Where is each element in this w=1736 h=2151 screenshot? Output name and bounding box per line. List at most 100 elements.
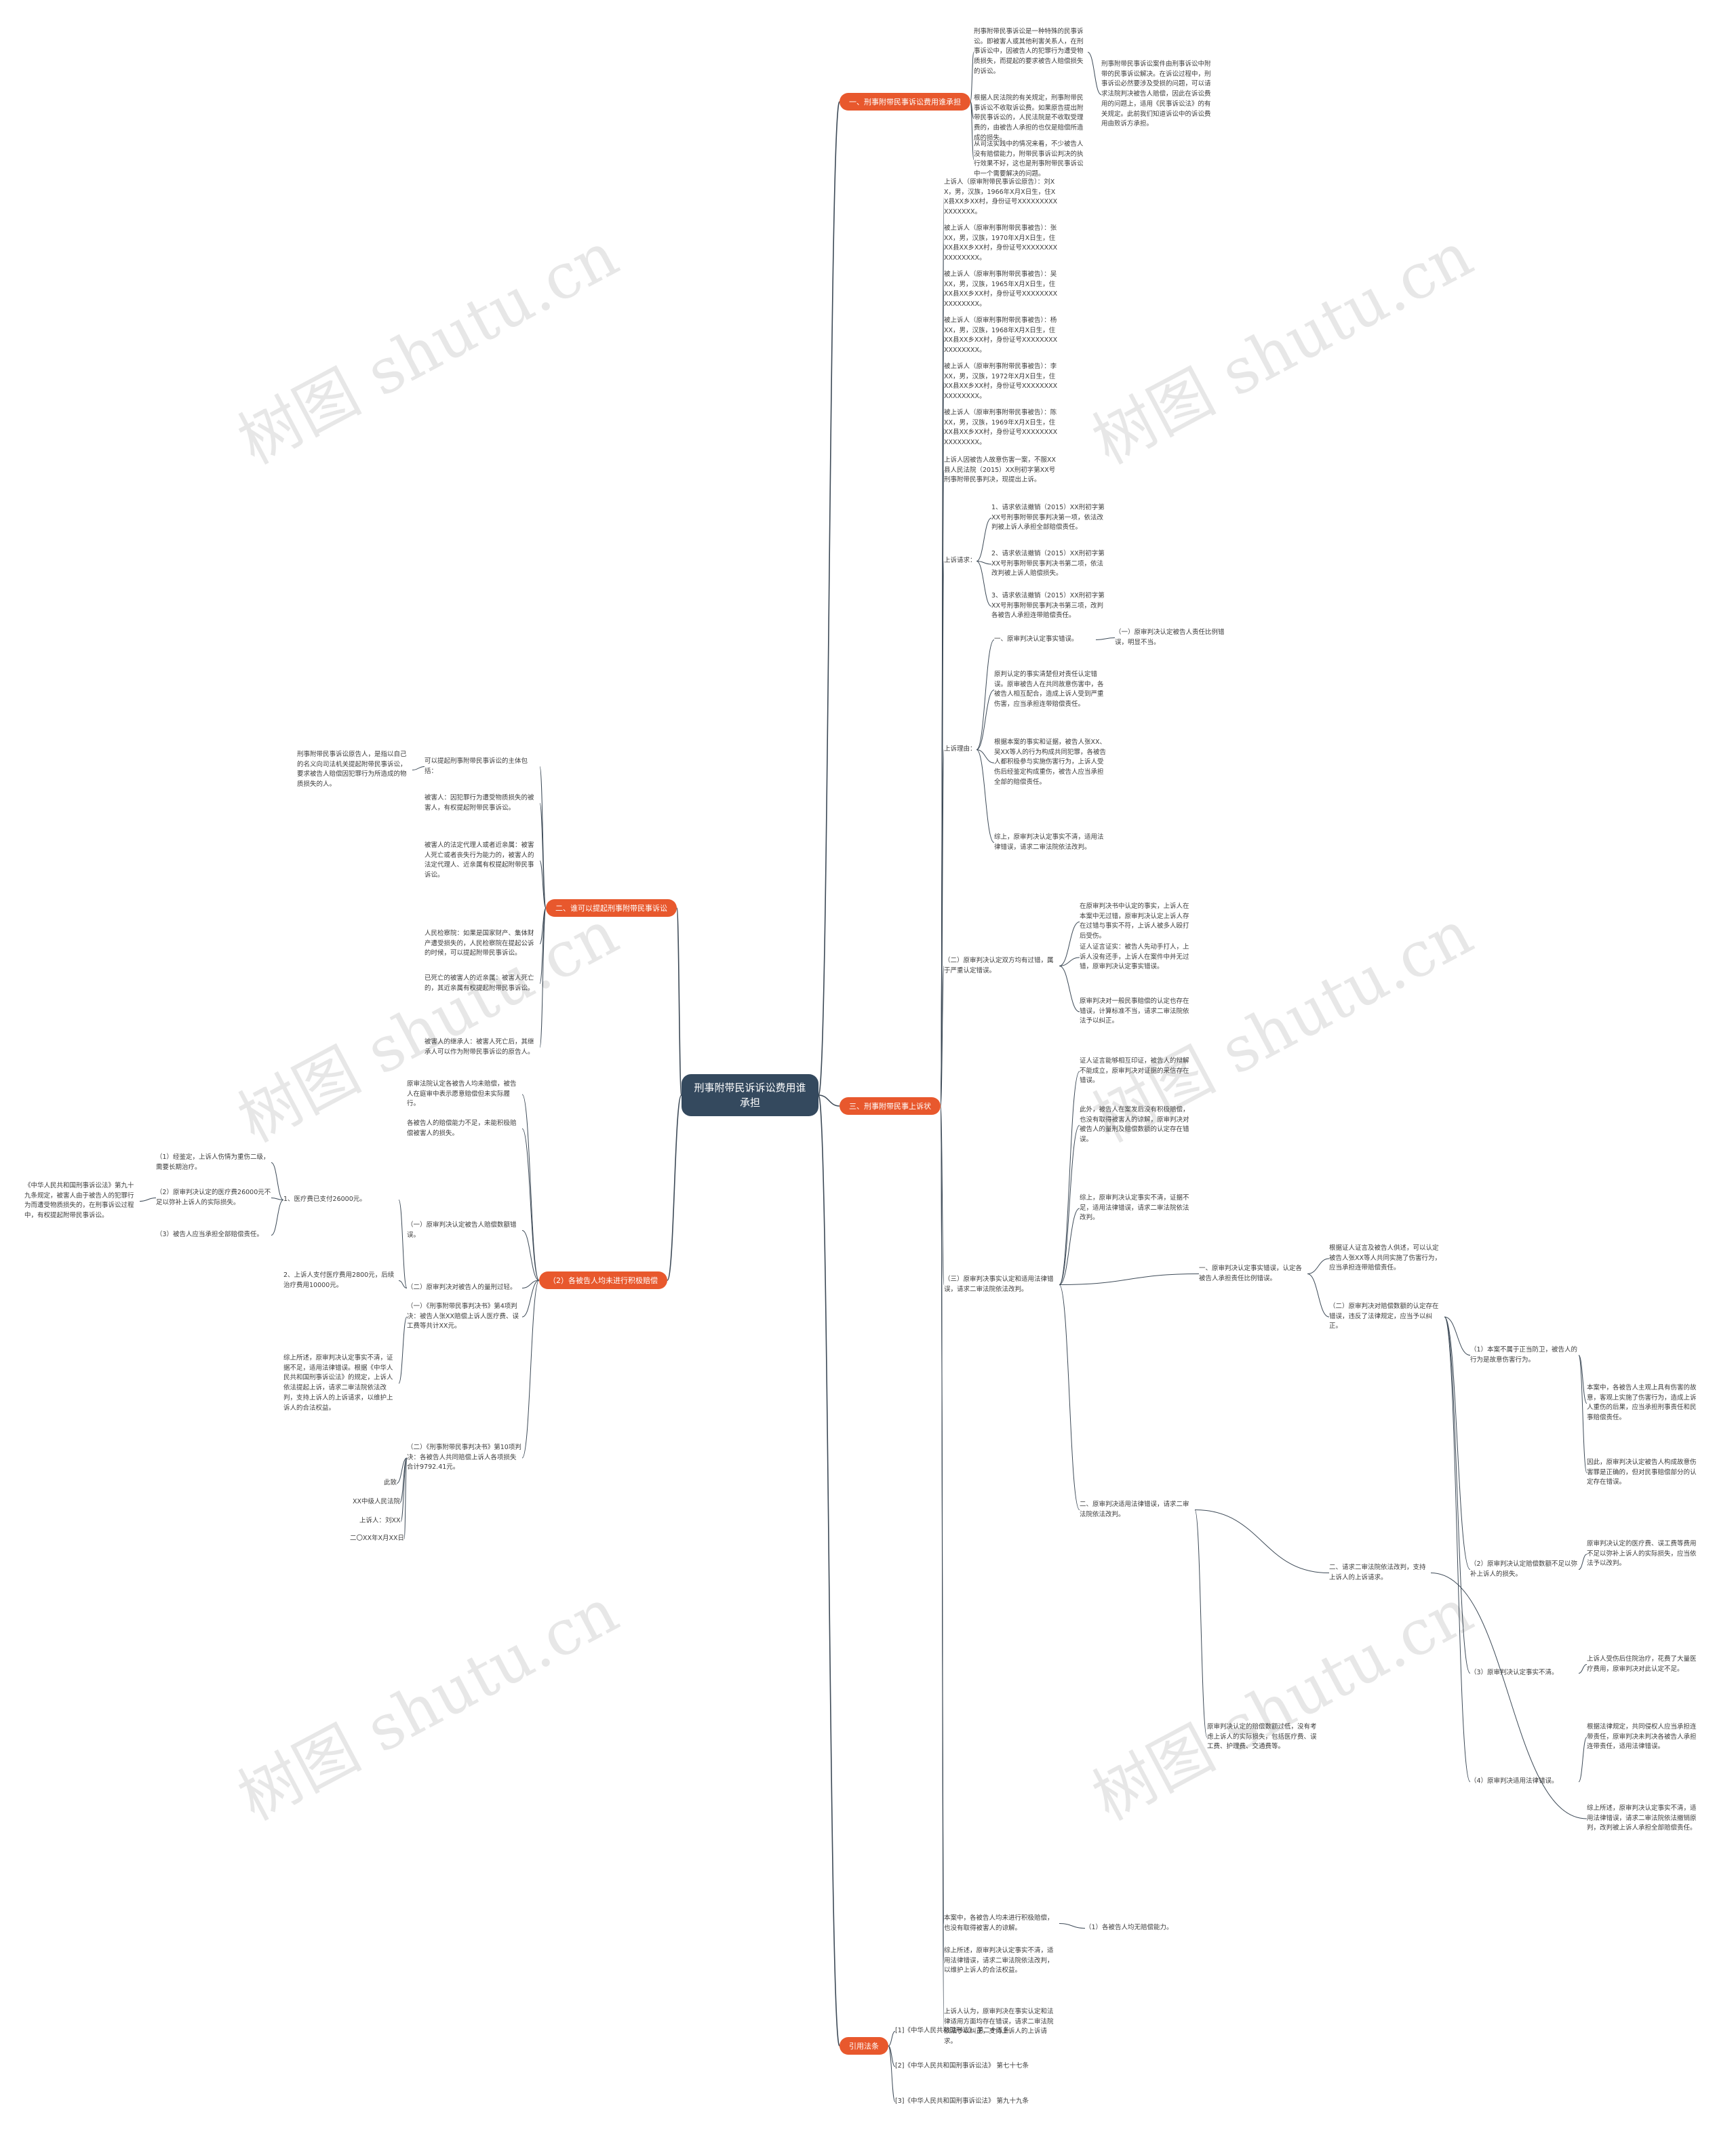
deep-leaf-6: （3）原审判决认定事实不清。: [1470, 1669, 1558, 1676]
b4-end-2: XX中级人民法院: [353, 1498, 401, 1505]
request-1: 1、请求依法撤销（2015）XX刑初字第XX号刑事附带民事判决第一项，依法改判被…: [991, 504, 1105, 532]
connector: [271, 1200, 284, 1236]
respondent-1: 被上诉人（原审刑事附带民事被告）：张XX，男，汉族，1970年X月X日生，住XX…: [944, 224, 1058, 262]
deep-leaf-5: 原审判决认定的医疗费、误工费等费用不足以弥补上诉人的实际损失，应当依法予以改判。: [1587, 1540, 1697, 1568]
part2-text-3: 原审判决对一般民事赔偿的认定也存在错误，计算标准不当，请求二审法院依法予以纠正。: [1080, 998, 1189, 1025]
branch-fee-bearer[interactable]: 一、刑事附带民事诉讼费用谁承担: [840, 93, 970, 111]
connector: [1059, 922, 1080, 966]
root-topic[interactable]: 刑事附带民诉诉讼费用谁承担: [682, 1074, 818, 1116]
b4-para1: 原审法院认定各被告人均未赔偿，被告人在庭审中表示愿意赔偿但未实际履行。: [407, 1080, 517, 1108]
respondent-4: 被上诉人（原审刑事附带民事被告）：李XX，男，汉族，1972年X月X日生，住XX…: [944, 363, 1058, 401]
connector: [396, 1457, 408, 1484]
deep-leaf-8: （4）原审判决适用法律错误。: [1470, 1777, 1558, 1785]
connector: [1059, 1071, 1080, 1285]
reasons-label: 上诉理由：: [944, 745, 976, 753]
b4-sub2: （二）原审判决对被告人的量刑过轻。: [407, 1284, 517, 1291]
connector: [1578, 1355, 1587, 1474]
connector: [1444, 1316, 1471, 1782]
connector: [521, 1230, 540, 1281]
b4-sub1: （一）原审判决认定被告人赔偿数额错误。: [407, 1221, 517, 1239]
branch-references[interactable]: 引用法条: [840, 2037, 888, 2055]
connector: [667, 1094, 682, 1281]
connector: [976, 749, 995, 843]
reason-1: 一、原审判决认定事实错误。: [994, 635, 1078, 643]
deep-leaf-9: 根据法律规定，共同侵权人应当承担连带责任，原审判决未判决各被告人承担连带责任，适…: [1587, 1723, 1697, 1751]
deep-b2: （二）原审判决对赔偿数额的认定存在错误，违反了法律规定，应当予以纠正。: [1329, 1303, 1439, 1330]
b4-end-3: 上诉人：刘XX: [359, 1517, 401, 1524]
connector: [1307, 1258, 1330, 1274]
part3-text-3: 综上，原审判决认定事实不清，证据不足，适用法律错误，请求二审法院依法改判。: [1080, 1194, 1189, 1222]
b1-para2: 根据人民法院的有关规定，刑事附带民事诉讼不收取诉讼费。如果原告提出附带民事诉讼的…: [974, 94, 1084, 142]
deep-leaf-7: 上诉人受伤后住院治疗，花费了大量医疗费用，原审判决对此认定不足。: [1587, 1655, 1697, 1673]
connector: [1578, 1664, 1587, 1674]
deep-leaf-4: （2）原审判决认定赔偿数额不足以弥补上诉人的损失。: [1470, 1560, 1578, 1578]
part3-label: （三）原审判决事实认定和适用法律错误，请求二审法院依法改判。: [944, 1276, 1054, 1293]
part3-text-2: 此外，被告人在案发后没有积极赔偿，也没有取得被害人的谅解，原审判决对被告人的量刑…: [1080, 1106, 1189, 1144]
deep-leaf-3: 因此，原审判决认定被告人构成故意伤害罪是正确的，但对民事赔偿部分的认定存在错误。: [1587, 1459, 1697, 1486]
connector: [1059, 1284, 1080, 1510]
respondent-5: 被上诉人（原审刑事附带民事被告）：陈XX，男，汉族，1969年X月X日生，住XX…: [944, 409, 1058, 447]
b4-para2: 各被告人的赔偿能力不足，未能积极赔偿被害人的损失。: [407, 1120, 517, 1137]
b4-sub1-child-3: （3）被告人应当承担全部赔偿责任。: [156, 1231, 264, 1238]
deep-label-2: 二、原审判决适用法律错误，请求二审法院依法改判。: [1080, 1501, 1189, 1518]
respondent-2: 被上诉人（原审刑事附带民事被告）：吴XX，男，汉族，1965年X月X日生，住XX…: [944, 271, 1058, 309]
b4-text-main: 综上所述，原审判决认定事实不清，证据不足，适用法律错误。根据《中华人民共和国刑事…: [283, 1354, 393, 1412]
reference-2: [2]《中华人民共和国刑事诉讼法》 第七十七条: [895, 2062, 1029, 2070]
part2-text-1: 在原审判决书中认定的事实，上诉人在本案中无过错，原审判决认定上诉人存在过错与事实…: [1080, 903, 1189, 941]
branch-no-compensation[interactable]: （2）各被告人均未进行积极赔偿: [539, 1271, 667, 1289]
connector: [1194, 1509, 1208, 1738]
plaintiff-relatives: 已死亡的被害人的近亲属：被害人死亡的，其近亲属有权提起附带民事诉讼。: [425, 974, 534, 992]
b4-end-1: 此致: [384, 1479, 397, 1486]
plaintiff-representative: 被害人的法定代理人或者近亲属：被害人死亡或者丧失行为能力的，被害人的法定代理人、…: [425, 842, 534, 880]
connector: [940, 966, 945, 1107]
connector: [940, 749, 945, 1107]
reason-text-3: 综上，原审判决认定事实不清，适用法律错误，请求二审法院依法改判。: [994, 833, 1104, 851]
b4-sub3: （一）《刑事附带民事判决书》第4项判决：被告人张XX赔偿上诉人医疗费、误工费等共…: [407, 1303, 519, 1330]
deep-b1: 根据证人证言及被告人供述，可以认定被告人张XX等人共同实施了伤害行为，应当承担连…: [1329, 1244, 1442, 1272]
connector: [412, 766, 425, 770]
connector: [976, 639, 995, 750]
connector: [976, 517, 992, 561]
connector: [1059, 957, 1080, 966]
connector: [976, 561, 992, 565]
plaintiff-victim: 被害人：因犯罪行为遭受物质损失的被害人，有权提起附带民事诉讼。: [425, 794, 534, 812]
connector: [888, 2031, 896, 2047]
connector: [398, 1280, 408, 1288]
connector: [940, 1105, 945, 2028]
connector: [1430, 1573, 1587, 1819]
reason-text-2: 根据本案的事实和证据，被告人张XX、吴XX等人的行为构成共同犯罪，各被告人都积极…: [994, 738, 1107, 786]
reason-1-sub: （一）原审判决认定被告人责任比例错误，明显不当。: [1115, 629, 1225, 646]
conclusion-2: 原审判决认定的赔偿数额过低，没有考虑上诉人的实际损失，包括医疗费、误工费、护理费…: [1207, 1723, 1317, 1751]
part3-text-1: 证人证言能够相互印证，被告人的辩解不能成立，原审判决对证据的采信存在错误。: [1080, 1057, 1189, 1085]
branch-who-can-sue[interactable]: 二、谁可以提起刑事附带民事诉讼: [546, 899, 677, 917]
appellant: 上诉人（原审附带民事诉讼原告）：刘XX，男，汉族，1966年X月X日生，住XX县…: [944, 178, 1058, 216]
request-2: 2、请求依法撤销（2015）XX刑初字第XX号刑事附带民事判决书第二项，依法改判…: [991, 550, 1105, 578]
connector: [818, 101, 840, 1096]
connector: [403, 1457, 408, 1539]
connector: [1059, 1125, 1080, 1285]
connector: [521, 1280, 540, 1459]
closing-text: 综上所述，原审判决认定事实不清，适用法律错误，请求二审法院依法撤销原判，改判被上…: [1587, 1804, 1697, 1832]
connector: [1095, 637, 1116, 640]
conclusion-1: 二、请求二审法院依法改判，支持上诉人的上诉请求。: [1329, 1564, 1426, 1581]
branch-appeal[interactable]: 三、刑事附带民事上诉状: [840, 1097, 941, 1115]
part2-label: （二）原审判决认定双方均有过错，属于严重认定错误。: [944, 957, 1054, 974]
plaintiff-heirs: 被害人的继承人：被害人死亡后，其继承人可以作为附带民事诉讼的原告人。: [425, 1038, 534, 1056]
connector: [398, 1200, 408, 1288]
b4-sub2-child-2: 2、上诉人支付医疗费用2800元，后续治疗费用10000元。: [283, 1271, 395, 1289]
connector: [539, 861, 547, 909]
part2-text-2: 证人证言证实：被告人先动手打人，上诉人没有还手，上诉人在案件中并无过错，原审判决…: [1080, 943, 1189, 971]
deep-leaf-1: （1）本案不属于正当防卫，被告人的行为是故意伤害行为。: [1470, 1346, 1578, 1364]
respondent-3: 被上诉人（原审刑事附带民事被告）：杨XX，男，汉族，1968年X月X日生，住XX…: [944, 317, 1058, 355]
connector: [539, 803, 547, 909]
connector: [521, 1280, 540, 1318]
connector: [1444, 1316, 1471, 1674]
trailing-1: 本案中，各被告人均未进行积极赔偿，也没有取得被害人的谅解。: [944, 1914, 1054, 1932]
connector: [1578, 1554, 1587, 1570]
connector: [139, 1198, 157, 1202]
reference-1: [1]《中华人民共和国刑法》 第二十五条: [895, 2027, 1010, 2034]
b4-end-4: 二〇XX年X月XX日: [350, 1535, 405, 1542]
connector: [1059, 1274, 1200, 1285]
b4-sub1-child-1: （1）经鉴定，上诉人伤情为重伤二级，需要长期治疗。: [156, 1153, 270, 1171]
b4-sub1-child-2: （2）原审判决认定的医疗费26000元不足以弥补上诉人的实际损失。: [156, 1189, 271, 1206]
